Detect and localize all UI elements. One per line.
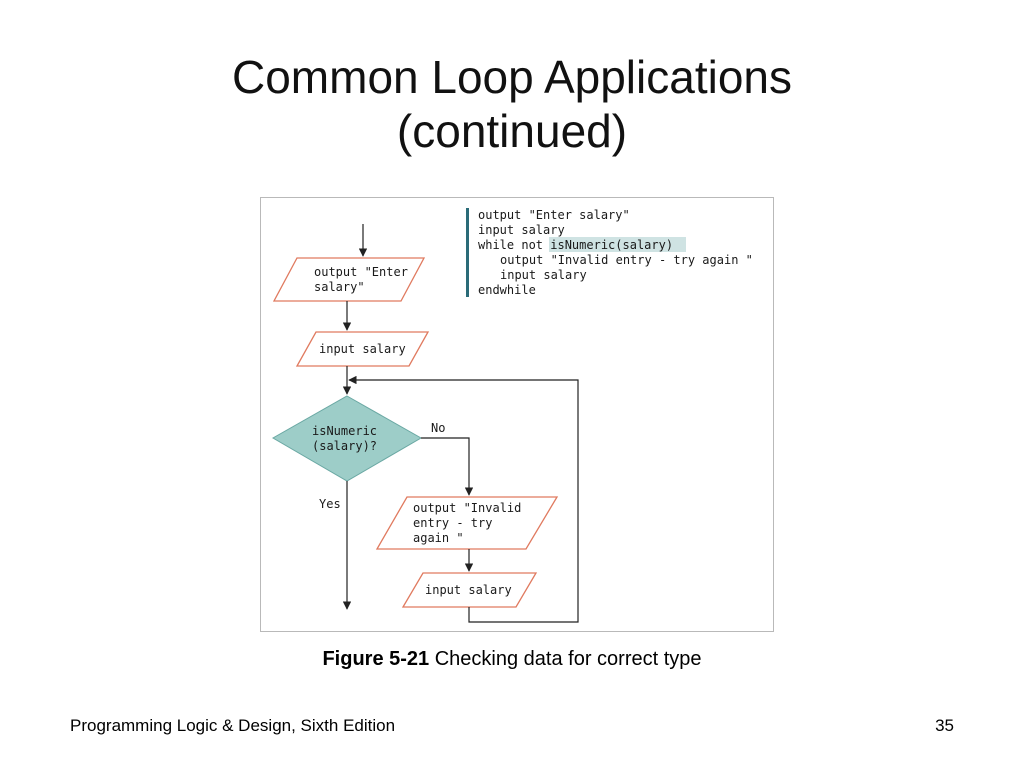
yes-label: Yes	[319, 497, 341, 511]
pseudocode-highlight-text: isNumeric(salary)	[550, 238, 673, 252]
pseudocode-line-6: endwhile	[478, 283, 536, 297]
pseudocode-line-3: while not isNumeric(salary)	[478, 238, 673, 252]
pseudocode-line-2: input salary	[478, 223, 565, 237]
flowchart-diagram: output "Enter salary" input salary while…	[271, 208, 753, 623]
decision-line-1: isNumeric	[312, 424, 377, 438]
output-invalid-line-1: output "Invalid	[413, 501, 521, 515]
figure-5-21: output "Enter salary" input salary while…	[260, 197, 774, 632]
slide-title: Common Loop Applications (continued)	[0, 50, 1024, 158]
pseudocode-line-5: input salary	[500, 268, 587, 282]
output-invalid-line-2: entry - try	[413, 516, 492, 530]
pseudocode-line-1: output "Enter salary"	[478, 208, 630, 222]
output-invalid-line-3: again "	[413, 531, 464, 545]
output-enter-salary-line-1: output "Enter	[314, 265, 408, 279]
figure-caption: Figure 5-21 Checking data for correct ty…	[0, 648, 1024, 671]
output-invalid-shape	[375, 496, 559, 550]
footer-book-title: Programming Logic & Design, Sixth Editio…	[70, 716, 396, 735]
decision-line-2: (salary)?	[312, 439, 377, 453]
input-salary-shape-2	[401, 572, 538, 608]
flow-loop-back	[348, 375, 579, 623]
input-salary-label-1: input salary	[319, 342, 406, 356]
flow-no-branch	[421, 437, 474, 496]
output-enter-salary-shape	[272, 257, 426, 302]
title-line-2: (continued)	[396, 105, 628, 157]
output-enter-salary-line-2: salary"	[314, 280, 365, 294]
pseudocode-bar	[466, 208, 469, 297]
figure-label: Figure 5-21	[322, 648, 430, 670]
no-label: No	[431, 421, 445, 435]
input-salary-label-2: input salary	[425, 583, 512, 597]
pseudocode-highlight	[549, 237, 686, 252]
title-line-1: Common Loop Applications	[232, 51, 792, 103]
footer-page-number: 35	[935, 716, 954, 735]
pseudocode-line-4: output "Invalid entry - try again "	[500, 253, 753, 267]
input-salary-shape-1	[295, 331, 430, 367]
figure-caption-text: Checking data for correct type	[429, 648, 702, 670]
pseudocode-block: output "Enter salary" input salary while…	[466, 208, 753, 297]
pseudocode-while-not: while not	[478, 238, 550, 252]
